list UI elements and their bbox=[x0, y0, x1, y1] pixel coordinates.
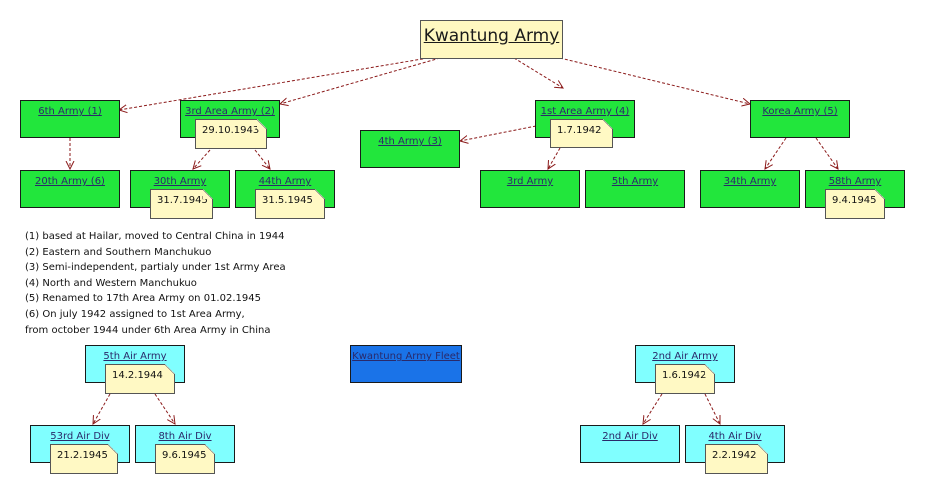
node-20th-army[interactable]: 20th Army (6) bbox=[20, 170, 120, 208]
node-34th-army[interactable]: 34th Army bbox=[700, 170, 800, 208]
date-note-53rd-air-div: 21.2.1945 bbox=[50, 444, 118, 474]
date-note-30th-army: 31.7.1945 bbox=[150, 189, 213, 219]
node-label: 20th Army (6) bbox=[35, 176, 105, 187]
date-note-44th-army: 31.5.1945 bbox=[255, 189, 325, 219]
node-label: 2nd Air Div bbox=[602, 431, 658, 442]
edge-korea-to-34th-army bbox=[765, 137, 787, 169]
node-label: 1st Area Army (4) bbox=[540, 106, 630, 117]
edge-1st-area-to-3rd-army bbox=[548, 147, 561, 169]
node-label: 8th Air Div bbox=[158, 431, 212, 442]
node-3rd-army[interactable]: 3rd Army bbox=[480, 170, 580, 208]
date-note-8th-air-div: 9.6.1945 bbox=[155, 444, 215, 474]
edge-kwantung-to-6th-army bbox=[119, 57, 429, 110]
date-note-2nd-air-army: 1.6.1942 bbox=[655, 364, 715, 394]
node-label: Kwantung Army bbox=[423, 26, 560, 46]
footnote-line: (2) Eastern and Southern Manchukuo bbox=[25, 246, 212, 258]
node-kwantung-army-fleet[interactable]: Kwantung Army Fleet bbox=[350, 345, 462, 383]
node-label: 53rd Air Div bbox=[50, 431, 110, 442]
edge-korea-to-58th-army bbox=[815, 137, 838, 169]
node-label: 4th Army (3) bbox=[378, 136, 442, 147]
edge-kwantung-to-3rd-area-army bbox=[280, 57, 441, 104]
node-label: 4th Air Div bbox=[708, 431, 762, 442]
edge-kwantung-to-1st-area-army bbox=[513, 57, 563, 88]
node-label: 5th Air Army bbox=[103, 351, 167, 362]
edge-kwantung-to-korea-army bbox=[559, 57, 750, 104]
node-label: 6th Army (1) bbox=[38, 106, 102, 117]
node-label: 44th Army bbox=[258, 176, 312, 187]
node-6th-army[interactable]: 6th Army (1) bbox=[20, 100, 120, 138]
footnote-line: from october 1944 under 6th Area Army in… bbox=[25, 324, 271, 336]
date-note-58th-army: 9.4.1945 bbox=[825, 189, 885, 219]
node-label: 34th Army bbox=[723, 176, 777, 187]
date-note-5th-air-army: 14.2.1944 bbox=[105, 364, 175, 394]
node-label: 58th Army bbox=[828, 176, 882, 187]
edge-3rd-area-to-30th-army bbox=[193, 149, 211, 169]
footnote-line: (1) based at Hailar, moved to Central Ch… bbox=[25, 231, 285, 242]
edge-2nd-air-to-4th-div bbox=[704, 393, 720, 424]
node-label: 5th Army bbox=[611, 176, 659, 187]
node-kwantung-army[interactable]: Kwantung Army bbox=[420, 20, 563, 59]
footnote-line: (5) Renamed to 17th Area Army on 01.02.1… bbox=[25, 293, 261, 305]
node-label: Korea Army (5) bbox=[762, 106, 838, 117]
footnote-line: (4) North and Western Manchukuo bbox=[25, 277, 197, 289]
node-label: 3rd Area Army (2) bbox=[185, 106, 275, 117]
footnotes: (1) based at Hailar, moved to Central Ch… bbox=[25, 229, 286, 338]
node-5th-army[interactable]: 5th Army bbox=[585, 170, 685, 208]
edge-5th-air-to-8th-div bbox=[154, 393, 175, 424]
edge-2nd-air-to-2nd-div bbox=[643, 393, 663, 424]
node-korea-army[interactable]: Korea Army (5) bbox=[750, 100, 850, 138]
date-note-1st-area-army: 1.7.1942 bbox=[550, 119, 613, 148]
footnote-line: (6) On july 1942 assigned to 1st Area Ar… bbox=[25, 308, 245, 320]
node-4th-army[interactable]: 4th Army (3) bbox=[360, 130, 460, 168]
node-label: 2nd Air Army bbox=[652, 351, 718, 362]
edge-1st-area-to-4th-army bbox=[460, 125, 537, 141]
node-label: 30th Army bbox=[153, 176, 207, 187]
date-note-4th-air-div: 2.2.1942 bbox=[705, 444, 768, 474]
date-note-3rd-area-army: 29.10.1943 bbox=[195, 119, 267, 149]
footnote-line: (3) Semi-independent, partialy under 1st… bbox=[25, 262, 286, 274]
node-2nd-air-div[interactable]: 2nd Air Div bbox=[580, 425, 680, 463]
edge-5th-air-to-53rd-div bbox=[93, 393, 111, 424]
node-label: Kwantung Army Fleet bbox=[352, 351, 460, 362]
edge-3rd-area-to-44th-army bbox=[254, 149, 270, 169]
node-label: 3rd Army bbox=[506, 176, 554, 187]
